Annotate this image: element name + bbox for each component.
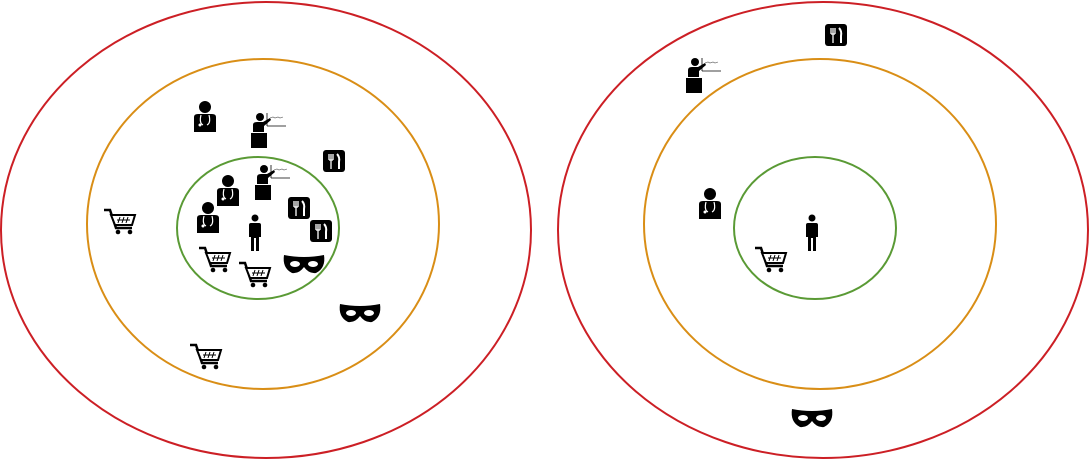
person-icon (806, 214, 818, 251)
teacher-icon (254, 164, 290, 200)
outer-ring (557, 1, 1089, 459)
shopping-cart-icon (754, 246, 788, 274)
mask-icon (339, 304, 381, 323)
shopping-cart-icon (238, 261, 272, 289)
mask-icon (283, 255, 325, 274)
right-ring-diagram (557, 1, 1089, 459)
restaurant-icon (322, 149, 346, 173)
restaurant-icon (824, 23, 848, 47)
person-icon (249, 214, 261, 251)
middle-ring (643, 58, 997, 390)
doctor-icon (193, 101, 217, 133)
doctor-icon (216, 175, 240, 207)
restaurant-icon (309, 219, 333, 243)
middle-ring (86, 58, 440, 390)
doctor-icon (698, 188, 722, 220)
outer-ring (0, 1, 532, 459)
left-ring-diagram (0, 1, 532, 459)
shopping-cart-icon (198, 246, 232, 274)
shopping-cart-icon (189, 343, 223, 371)
doctor-icon (196, 202, 220, 234)
restaurant-icon (287, 196, 311, 220)
mask-icon (791, 409, 833, 428)
teacher-icon (250, 112, 286, 148)
inner-ring (176, 156, 340, 300)
inner-ring (733, 156, 897, 300)
shopping-cart-icon (103, 208, 137, 236)
teacher-icon (685, 57, 721, 93)
